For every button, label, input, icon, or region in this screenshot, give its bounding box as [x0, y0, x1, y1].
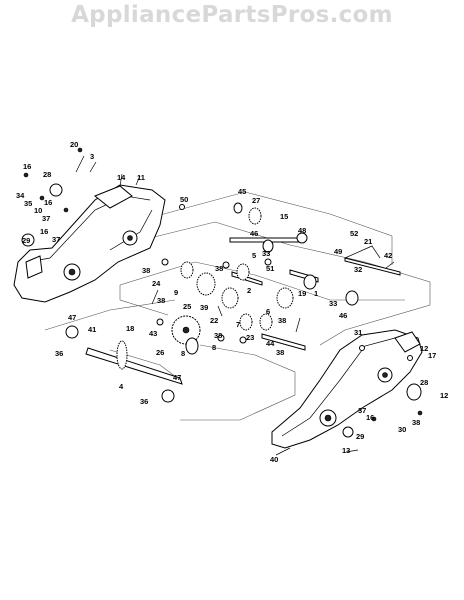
label-47: 47	[173, 373, 181, 382]
label-17: 17	[428, 351, 436, 360]
label-30: 30	[398, 425, 406, 434]
label-36: 36	[140, 397, 148, 406]
label-26: 26	[156, 348, 164, 357]
right-tine-housing	[271, 329, 423, 449]
label-49: 49	[334, 247, 342, 256]
label-15: 15	[280, 212, 288, 221]
label-7: 7	[236, 320, 240, 329]
label-29: 29	[22, 236, 30, 245]
label-41: 41	[88, 325, 96, 334]
label-19: 19	[298, 289, 306, 298]
label-33: 33	[329, 299, 337, 308]
label-31: 31	[354, 328, 362, 337]
label-28: 28	[420, 378, 428, 387]
label-37: 37	[52, 235, 60, 244]
label-10: 10	[34, 206, 42, 215]
label-32: 32	[354, 265, 362, 274]
callout-labels: 20 3 16 14 11 28 34 35 16 10 37 16 37 29…	[16, 140, 448, 464]
gears	[21, 183, 422, 438]
label-42: 42	[384, 251, 392, 260]
label-36: 36	[55, 349, 63, 358]
label-28: 28	[43, 170, 51, 179]
label-23: 23	[246, 333, 254, 342]
label-33: 33	[262, 249, 270, 258]
label-35: 35	[24, 199, 32, 208]
label-27: 27	[252, 196, 260, 205]
label-40: 40	[270, 455, 278, 464]
label-16: 16	[44, 198, 52, 207]
label-37: 37	[42, 214, 50, 223]
fasteners	[23, 147, 423, 456]
label-38: 38	[276, 348, 284, 357]
label-38: 38	[278, 316, 286, 325]
watermark: AppliancePartsPros.com	[71, 2, 393, 28]
label-38: 38	[215, 264, 223, 273]
label-45: 45	[238, 187, 246, 196]
label-24: 24	[152, 279, 161, 288]
label-13: 13	[342, 446, 350, 455]
label-52: 52	[350, 229, 358, 238]
label-37: 37	[358, 406, 366, 415]
label-20: 20	[70, 140, 78, 149]
label-6: 6	[266, 307, 270, 316]
label-14: 14	[117, 173, 126, 182]
label-44: 44	[266, 339, 275, 348]
label-46: 46	[339, 311, 347, 320]
label-38: 38	[142, 266, 150, 275]
label-48: 48	[298, 226, 306, 235]
label-34: 34	[16, 191, 25, 200]
label-22: 22	[210, 316, 218, 325]
label-21: 21	[364, 237, 372, 246]
label-43: 43	[149, 329, 157, 338]
left-tine-housing	[13, 184, 166, 303]
label-47: 47	[68, 313, 76, 322]
label-18: 18	[126, 324, 134, 333]
label-39: 39	[200, 303, 208, 312]
label-29: 29	[356, 432, 364, 441]
label-46: 46	[250, 229, 258, 238]
label-4: 4	[119, 382, 124, 391]
label-38: 38	[412, 418, 420, 427]
label-12: 12	[420, 344, 428, 353]
label-38: 38	[214, 331, 222, 340]
label-16: 16	[23, 162, 31, 171]
label-5: 5	[252, 251, 256, 260]
label-16: 16	[40, 227, 48, 236]
label-2: 2	[247, 286, 251, 295]
label-1: 1	[314, 289, 318, 298]
label-38: 38	[157, 296, 165, 305]
label-25: 25	[183, 302, 191, 311]
label-8: 8	[212, 343, 216, 352]
label-11: 11	[137, 173, 145, 182]
label-51: 51	[266, 264, 274, 273]
label-50: 50	[180, 195, 188, 204]
label-16: 16	[366, 413, 374, 422]
label-9: 9	[174, 288, 178, 297]
label-3: 3	[90, 152, 94, 161]
label-12: 12	[440, 391, 448, 400]
label-8: 8	[181, 349, 185, 358]
